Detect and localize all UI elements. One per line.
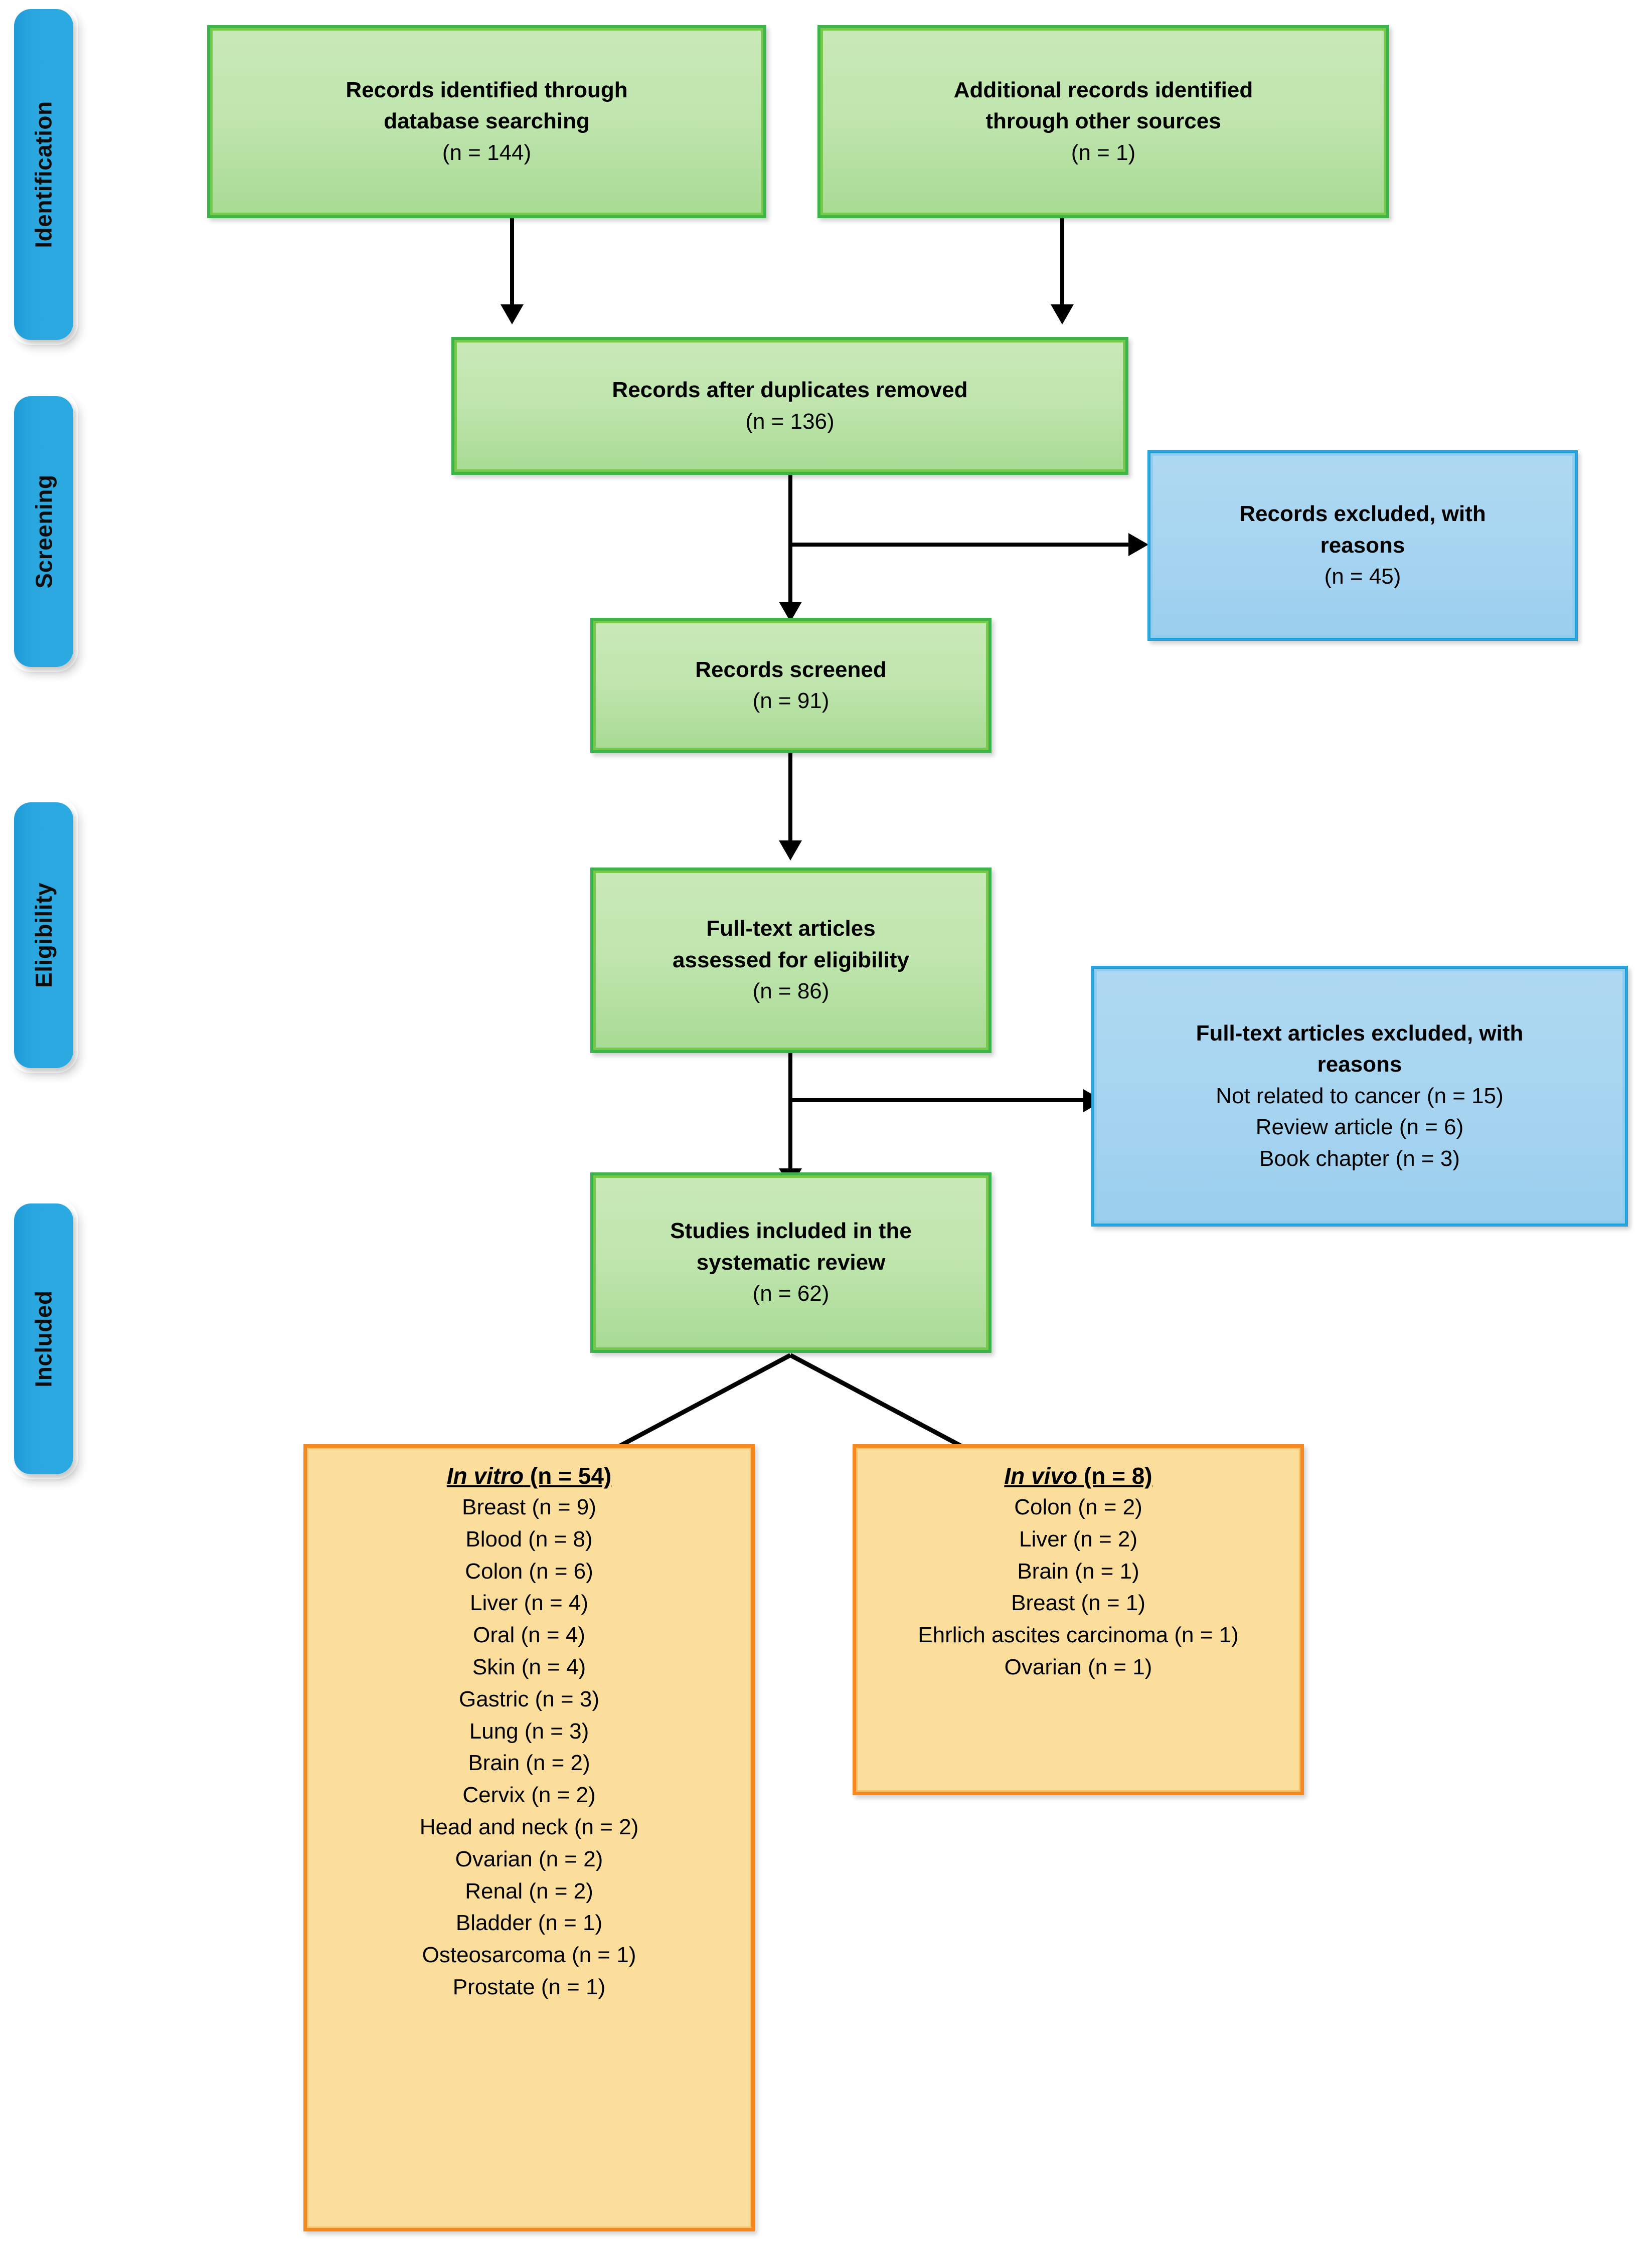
list-item: Oral (n = 4) (473, 1623, 585, 1648)
in-vitro-heading-count: (n = 54) (524, 1463, 612, 1489)
fulltext-excluded-heading-1: Full-text articles excluded, with (1196, 1020, 1524, 1046)
records-excluded-count: (n = 45) (1324, 564, 1401, 589)
connector-fulltext-to-excluded (788, 1098, 1094, 1102)
arrowhead-db-to-duplicates (501, 304, 524, 324)
stage-tab-identification-label: Identification (31, 101, 57, 248)
box-in-vivo: In vivo (n = 8) Colon (n = 2) Liver (n =… (853, 1444, 1304, 1795)
in-vitro-heading-italic: In vitro (446, 1463, 524, 1489)
arrowhead-duplicates-to-excluded (1128, 533, 1148, 556)
stage-tab-included: Included (14, 1203, 73, 1474)
connector-duplicates-trunk (788, 475, 792, 625)
stage-tab-eligibility: Eligibility (14, 802, 73, 1068)
records-database-line-1: Records identified through (346, 77, 628, 102)
connector-db-to-duplicates (510, 218, 514, 308)
fulltext-assessed-line-2: assessed for eligibility (673, 947, 909, 972)
box-fulltext-assessed: Full-text articles assessed for eligibil… (590, 868, 992, 1053)
records-excluded-line-1: Records excluded, with (1239, 501, 1486, 527)
box-records-identified-other: Additional records identified through ot… (817, 25, 1389, 218)
connector-fulltext-trunk (788, 1053, 792, 1193)
list-item: Breast (n = 1) (1011, 1591, 1145, 1616)
duplicates-count: (n = 136) (745, 409, 835, 434)
list-item: Cervix (n = 2) (462, 1783, 596, 1808)
records-other-line-1: Additional records identified (953, 77, 1253, 102)
studies-included-line-1: Studies included in the (670, 1219, 912, 1244)
list-item: Lung (n = 3) (469, 1718, 589, 1744)
box-in-vitro: In vitro (n = 54) Breast (n = 9) Blood (… (303, 1444, 755, 2231)
list-item: Bladder (n = 1) (455, 1911, 603, 1936)
list-item: Breast (n = 9) (462, 1495, 596, 1519)
list-item: Colon (n = 6) (465, 1559, 593, 1584)
records-other-line-2: through other sources (985, 109, 1221, 134)
in-vivo-heading-italic: In vivo (1004, 1463, 1078, 1489)
list-item: Osteosarcoma (n = 1) (422, 1943, 636, 1968)
list-item: Ovarian (n = 1) (1004, 1654, 1152, 1679)
in-vivo-heading: In vivo (n = 8) (1004, 1462, 1152, 1489)
list-item: Renal (n = 2) (465, 1878, 593, 1904)
records-database-line-2: database searching (384, 109, 590, 134)
list-item: Ovarian (n = 2) (455, 1846, 603, 1871)
box-records-identified-database: Records identified through database sear… (207, 25, 766, 218)
in-vitro-heading: In vitro (n = 54) (447, 1462, 611, 1489)
in-vivo-heading-count: (n = 8) (1077, 1463, 1152, 1489)
studies-included-count: (n = 62) (752, 1281, 830, 1306)
stage-tab-screening-label: Screening (31, 474, 57, 589)
records-screened-line-1: Records screened (695, 657, 887, 682)
list-item: Liver (n = 2) (1019, 1526, 1137, 1551)
box-fulltext-excluded: Full-text articles excluded, with reason… (1091, 966, 1628, 1227)
fulltext-excluded-reason-2: Review article (n = 6) (1255, 1115, 1464, 1140)
records-screened-count: (n = 91) (752, 688, 830, 713)
box-studies-included: Studies included in the systematic revie… (590, 1172, 992, 1353)
list-item: Liver (n = 4) (470, 1591, 588, 1616)
stage-tab-screening: Screening (14, 396, 73, 667)
connector-screened-to-fulltext (788, 753, 792, 853)
stage-tab-identification: Identification (14, 9, 73, 340)
connector-duplicates-to-excluded (788, 543, 1139, 547)
fulltext-excluded-reason-1: Not related to cancer (n = 15) (1216, 1083, 1504, 1108)
records-excluded-line-2: reasons (1320, 533, 1405, 558)
list-item: Ehrlich ascites carcinoma (n = 1) (918, 1623, 1239, 1648)
records-other-count: (n = 1) (1071, 140, 1136, 165)
list-item: Head and neck (n = 2) (419, 1814, 639, 1839)
box-records-screened: Records screened (n = 91) (590, 618, 992, 753)
list-item: Brain (n = 1) (1017, 1559, 1139, 1584)
arrowhead-screened-to-fulltext (779, 840, 802, 860)
list-item: Blood (n = 8) (465, 1526, 593, 1551)
box-records-after-duplicates: Records after duplicates removed (n = 13… (451, 337, 1128, 475)
fulltext-excluded-reason-3: Book chapter (n = 3) (1259, 1146, 1460, 1171)
fulltext-excluded-heading-2: reasons (1317, 1052, 1402, 1077)
list-item: Gastric (n = 3) (459, 1686, 599, 1711)
fulltext-assessed-count: (n = 86) (752, 979, 830, 1004)
arrowhead-other-to-duplicates (1051, 304, 1074, 324)
fulltext-assessed-line-1: Full-text articles (706, 916, 876, 941)
studies-included-line-2: systematic review (696, 1250, 886, 1275)
list-item: Prostate (n = 1) (452, 1974, 606, 1999)
stage-tab-eligibility-label: Eligibility (31, 883, 57, 988)
list-item: Skin (n = 4) (472, 1654, 586, 1679)
box-records-excluded: Records excluded, with reasons (n = 45) (1147, 450, 1578, 641)
stage-tab-included-label: Included (31, 1290, 57, 1388)
records-database-count: (n = 144) (442, 140, 532, 165)
list-item: Brain (n = 2) (468, 1751, 590, 1776)
connector-other-to-duplicates (1060, 218, 1064, 308)
list-item: Colon (n = 2) (1014, 1495, 1142, 1519)
duplicates-line-1: Records after duplicates removed (612, 378, 968, 403)
